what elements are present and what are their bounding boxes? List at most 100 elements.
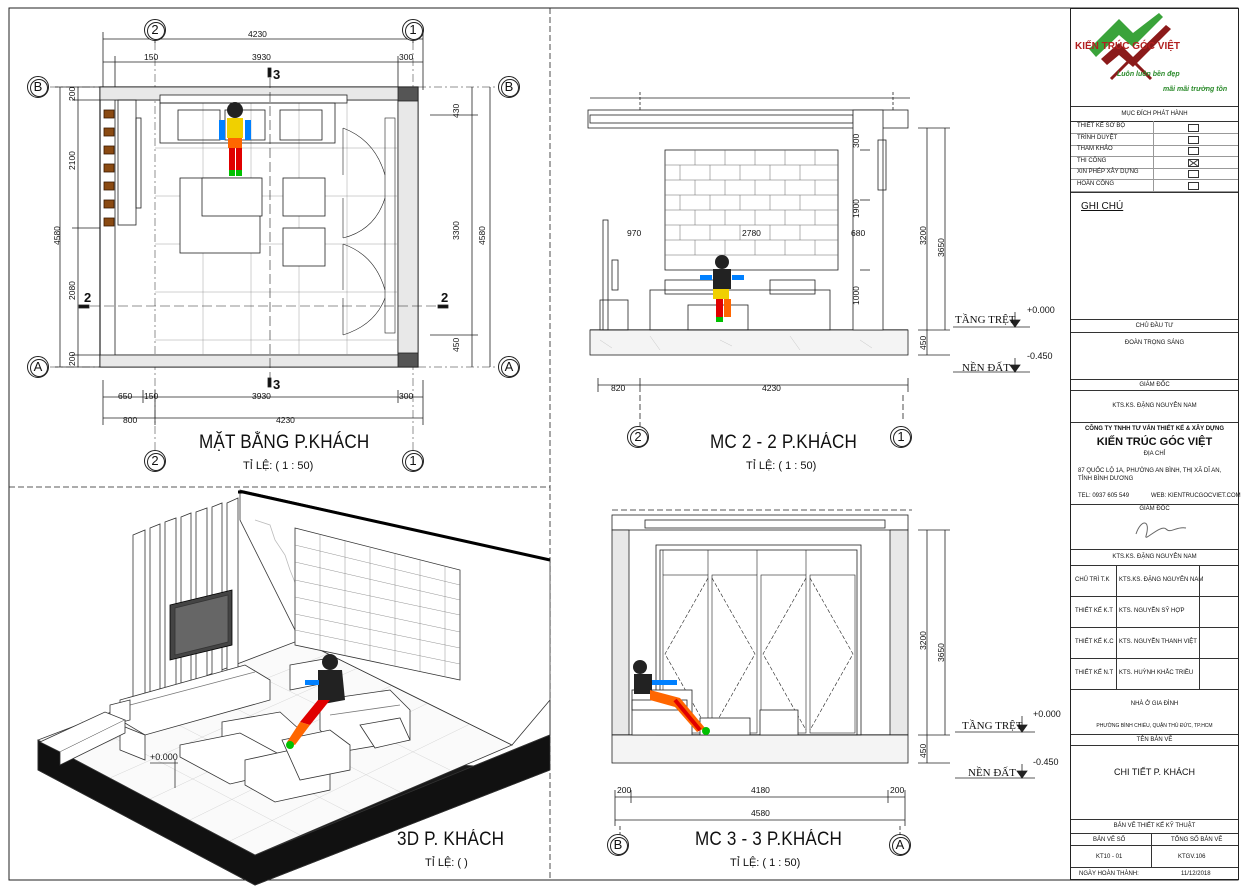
- s33-dim-e: 4180: [751, 785, 770, 795]
- s22-level-ground-value: +0.000: [1027, 305, 1055, 315]
- purpose-checkbox[interactable]: [1188, 170, 1199, 179]
- purpose-checkbox[interactable]: [1188, 182, 1199, 190]
- sheet-no-label: BẢN VẼ SỐ: [1093, 837, 1126, 843]
- s22-dim-i: 450: [918, 335, 928, 350]
- purpose-checkbox[interactable]: [1188, 124, 1199, 132]
- director2-name: KTS.KS. ĐẶNG NGUYÊN NAM: [1112, 554, 1197, 560]
- logo-name: KIẾN TRÚC GÓC VIỆT: [1075, 41, 1181, 52]
- grid-bubble-b-s33: B: [607, 834, 629, 856]
- view-3d-scale: TỈ LỆ: ( ): [425, 857, 468, 869]
- s33-level-base: NỀN ĐẤT: [968, 767, 1016, 779]
- plan-title: MẶT BẰNG P.KHÁCH: [199, 432, 370, 453]
- section-33-title: MC 3 - 3 P.KHÁCH: [695, 829, 843, 850]
- owner-label: CHỦ ĐẦU TƯ: [1135, 323, 1174, 329]
- staff-role: THIẾT KẾ K.C: [1075, 639, 1114, 645]
- staff-role: CHỦ TRÌ T.K: [1075, 577, 1110, 583]
- plan-dim-right-a: 430: [451, 103, 461, 118]
- s22-dim-h: 3650: [936, 238, 946, 257]
- title-block: KIẾN TRÚC GÓC VIỆT Luôn luôn bền đẹp mãi…: [1070, 8, 1241, 880]
- purpose-row-divider: [1071, 133, 1238, 134]
- section-33-scale: TỈ LỆ: ( 1 : 50): [730, 857, 801, 869]
- section-22-title: MC 2 - 2 P.KHÁCH: [710, 432, 858, 453]
- s22-level-base-value: -0.450: [1027, 351, 1053, 361]
- staff-row-divider: [1071, 627, 1238, 628]
- sheet-name-label: TÊN BẢN VẼ: [1136, 737, 1173, 743]
- s22-dim-j: 820: [611, 383, 626, 393]
- s22-dim-d: 300: [851, 133, 861, 148]
- purpose-item-label: THIẾT KẾ SƠ BỘ: [1077, 123, 1126, 129]
- purpose-checkbox[interactable]: [1188, 135, 1199, 144]
- s22-dim-k: 4230: [762, 383, 781, 393]
- project-address: PHƯỜNG BÌNH CHIỂU, QUẬN THỦ ĐỨC, TP.HCM: [1096, 723, 1213, 729]
- s33-dim-b: 3650: [936, 643, 946, 662]
- director2-label: GIÁM ĐỐC: [1139, 506, 1170, 512]
- purpose-checkbox[interactable]: [1188, 147, 1199, 156]
- purpose-checkbox[interactable]: [1188, 158, 1199, 167]
- address-label: ĐỊA CHỈ: [1143, 451, 1166, 457]
- director-name: KTS.KS. ĐẶNG NGUYÊN NAM: [1112, 403, 1197, 409]
- grid-bubble-1-top: 1: [402, 19, 424, 41]
- section-mark-3-top: 3: [273, 67, 281, 82]
- grid-bubble-a-s33: A: [889, 834, 911, 856]
- grid-bubble-a-right: A: [498, 356, 520, 378]
- staff-name: KTS. HUỲNH KHẮC TRIỀU: [1119, 670, 1194, 676]
- s33-dim-f: 200: [890, 785, 905, 795]
- purpose-row-divider: [1071, 179, 1238, 181]
- s33-dim-a: 3200: [918, 631, 928, 650]
- company-type: CÔNG TY TNHH TƯ VẤN THIẾT KẾ & XÂY DỰNG: [1084, 426, 1225, 432]
- director-signature: [1135, 522, 1187, 538]
- s22-dim-f: 1000: [851, 286, 861, 305]
- company-web: WEB: KIENTRUCGOCVIET.COM: [1151, 493, 1241, 499]
- date-label: NGÀY HOÀN THÀNH:: [1079, 871, 1139, 877]
- purpose-row-divider: [1071, 144, 1238, 146]
- director-label: GIÁM ĐỐC: [1139, 382, 1170, 388]
- plan-dim-left-b: 2080: [67, 281, 77, 300]
- plan-dim-right-total: 4580: [477, 226, 487, 245]
- purpose-row-divider: [1071, 156, 1238, 158]
- s33-dim-d: 200: [617, 785, 632, 795]
- purpose-item-label: THAM KHẢO: [1077, 146, 1113, 153]
- sheet-no: KT10 - 01: [1096, 854, 1123, 860]
- s33-level-base-value: -0.450: [1033, 757, 1059, 767]
- completion-date: 11/12/2018: [1181, 871, 1211, 877]
- s33-level-ground-value: +0.000: [1033, 709, 1061, 719]
- plan-dim-left-c: 200: [67, 86, 77, 101]
- plan-dim-top-inner: 3930: [252, 52, 271, 62]
- staff-role: THIẾT KẾ K.T: [1075, 608, 1113, 614]
- section-33-view: [611, 509, 1035, 840]
- purpose-row-divider: [1071, 191, 1238, 192]
- s22-dim-e: 1900: [851, 199, 861, 218]
- s22-dim-g: 3200: [918, 226, 928, 245]
- grid-bubble-b-left: B: [27, 76, 49, 98]
- plan-view: [50, 30, 500, 450]
- purpose-column-divider: [1153, 121, 1154, 192]
- view-3d: [37, 489, 551, 886]
- plan-dim-bot-d: 300: [399, 391, 414, 401]
- grid-bubble-2-s22: 2: [627, 426, 649, 448]
- owner-name: ĐOÀN TRỌNG SÁNG: [1124, 340, 1185, 346]
- plan-scale: TỈ LỆ: ( 1 : 50): [243, 460, 314, 472]
- view-3d-level-tag: +0.000: [150, 752, 178, 762]
- staff-row-divider: [1071, 658, 1238, 659]
- company-name: KIẾN TRÚC GÓC VIỆT: [1096, 436, 1213, 448]
- s22-dim-b: 2780: [742, 228, 761, 238]
- staff-role: THIẾT KẾ N.T: [1075, 670, 1114, 676]
- project-name: NHÀ Ở GIA ĐÌNH: [1130, 701, 1179, 707]
- logo-slogan-2: mãi mãi trường tồn: [1163, 86, 1228, 93]
- section-mark-3-bottom: 3: [273, 377, 281, 392]
- grid-bubble-2-bottom: 2: [144, 450, 166, 472]
- plan-dim-right-b: 3300: [451, 221, 461, 240]
- plan-dim-bot-b: 150: [144, 391, 159, 401]
- grid-bubble-1-bottom: 1: [402, 450, 424, 472]
- purpose-item-label: XIN PHÉP XÂY DỰNG: [1077, 169, 1139, 176]
- company-address: 87 QUỐC LỘ 1A, PHƯỜNG AN BÌNH, THỊ XÃ DĨ…: [1078, 468, 1222, 482]
- section-mark-2-left: 2: [84, 290, 92, 305]
- plan-dim-bot-e: 800: [123, 415, 138, 425]
- notes-label: GHI CHÚ: [1081, 201, 1124, 212]
- s33-level-ground: TẦNG TRỆT: [962, 720, 1023, 732]
- staff-row-divider: [1071, 596, 1238, 597]
- plan-dim-left-d: 200: [67, 351, 77, 366]
- s22-level-base: NỀN ĐẤT: [962, 362, 1010, 374]
- purpose-item-label: TRÌNH DUYỆT: [1077, 134, 1118, 141]
- s33-dim-g: 4580: [751, 808, 770, 818]
